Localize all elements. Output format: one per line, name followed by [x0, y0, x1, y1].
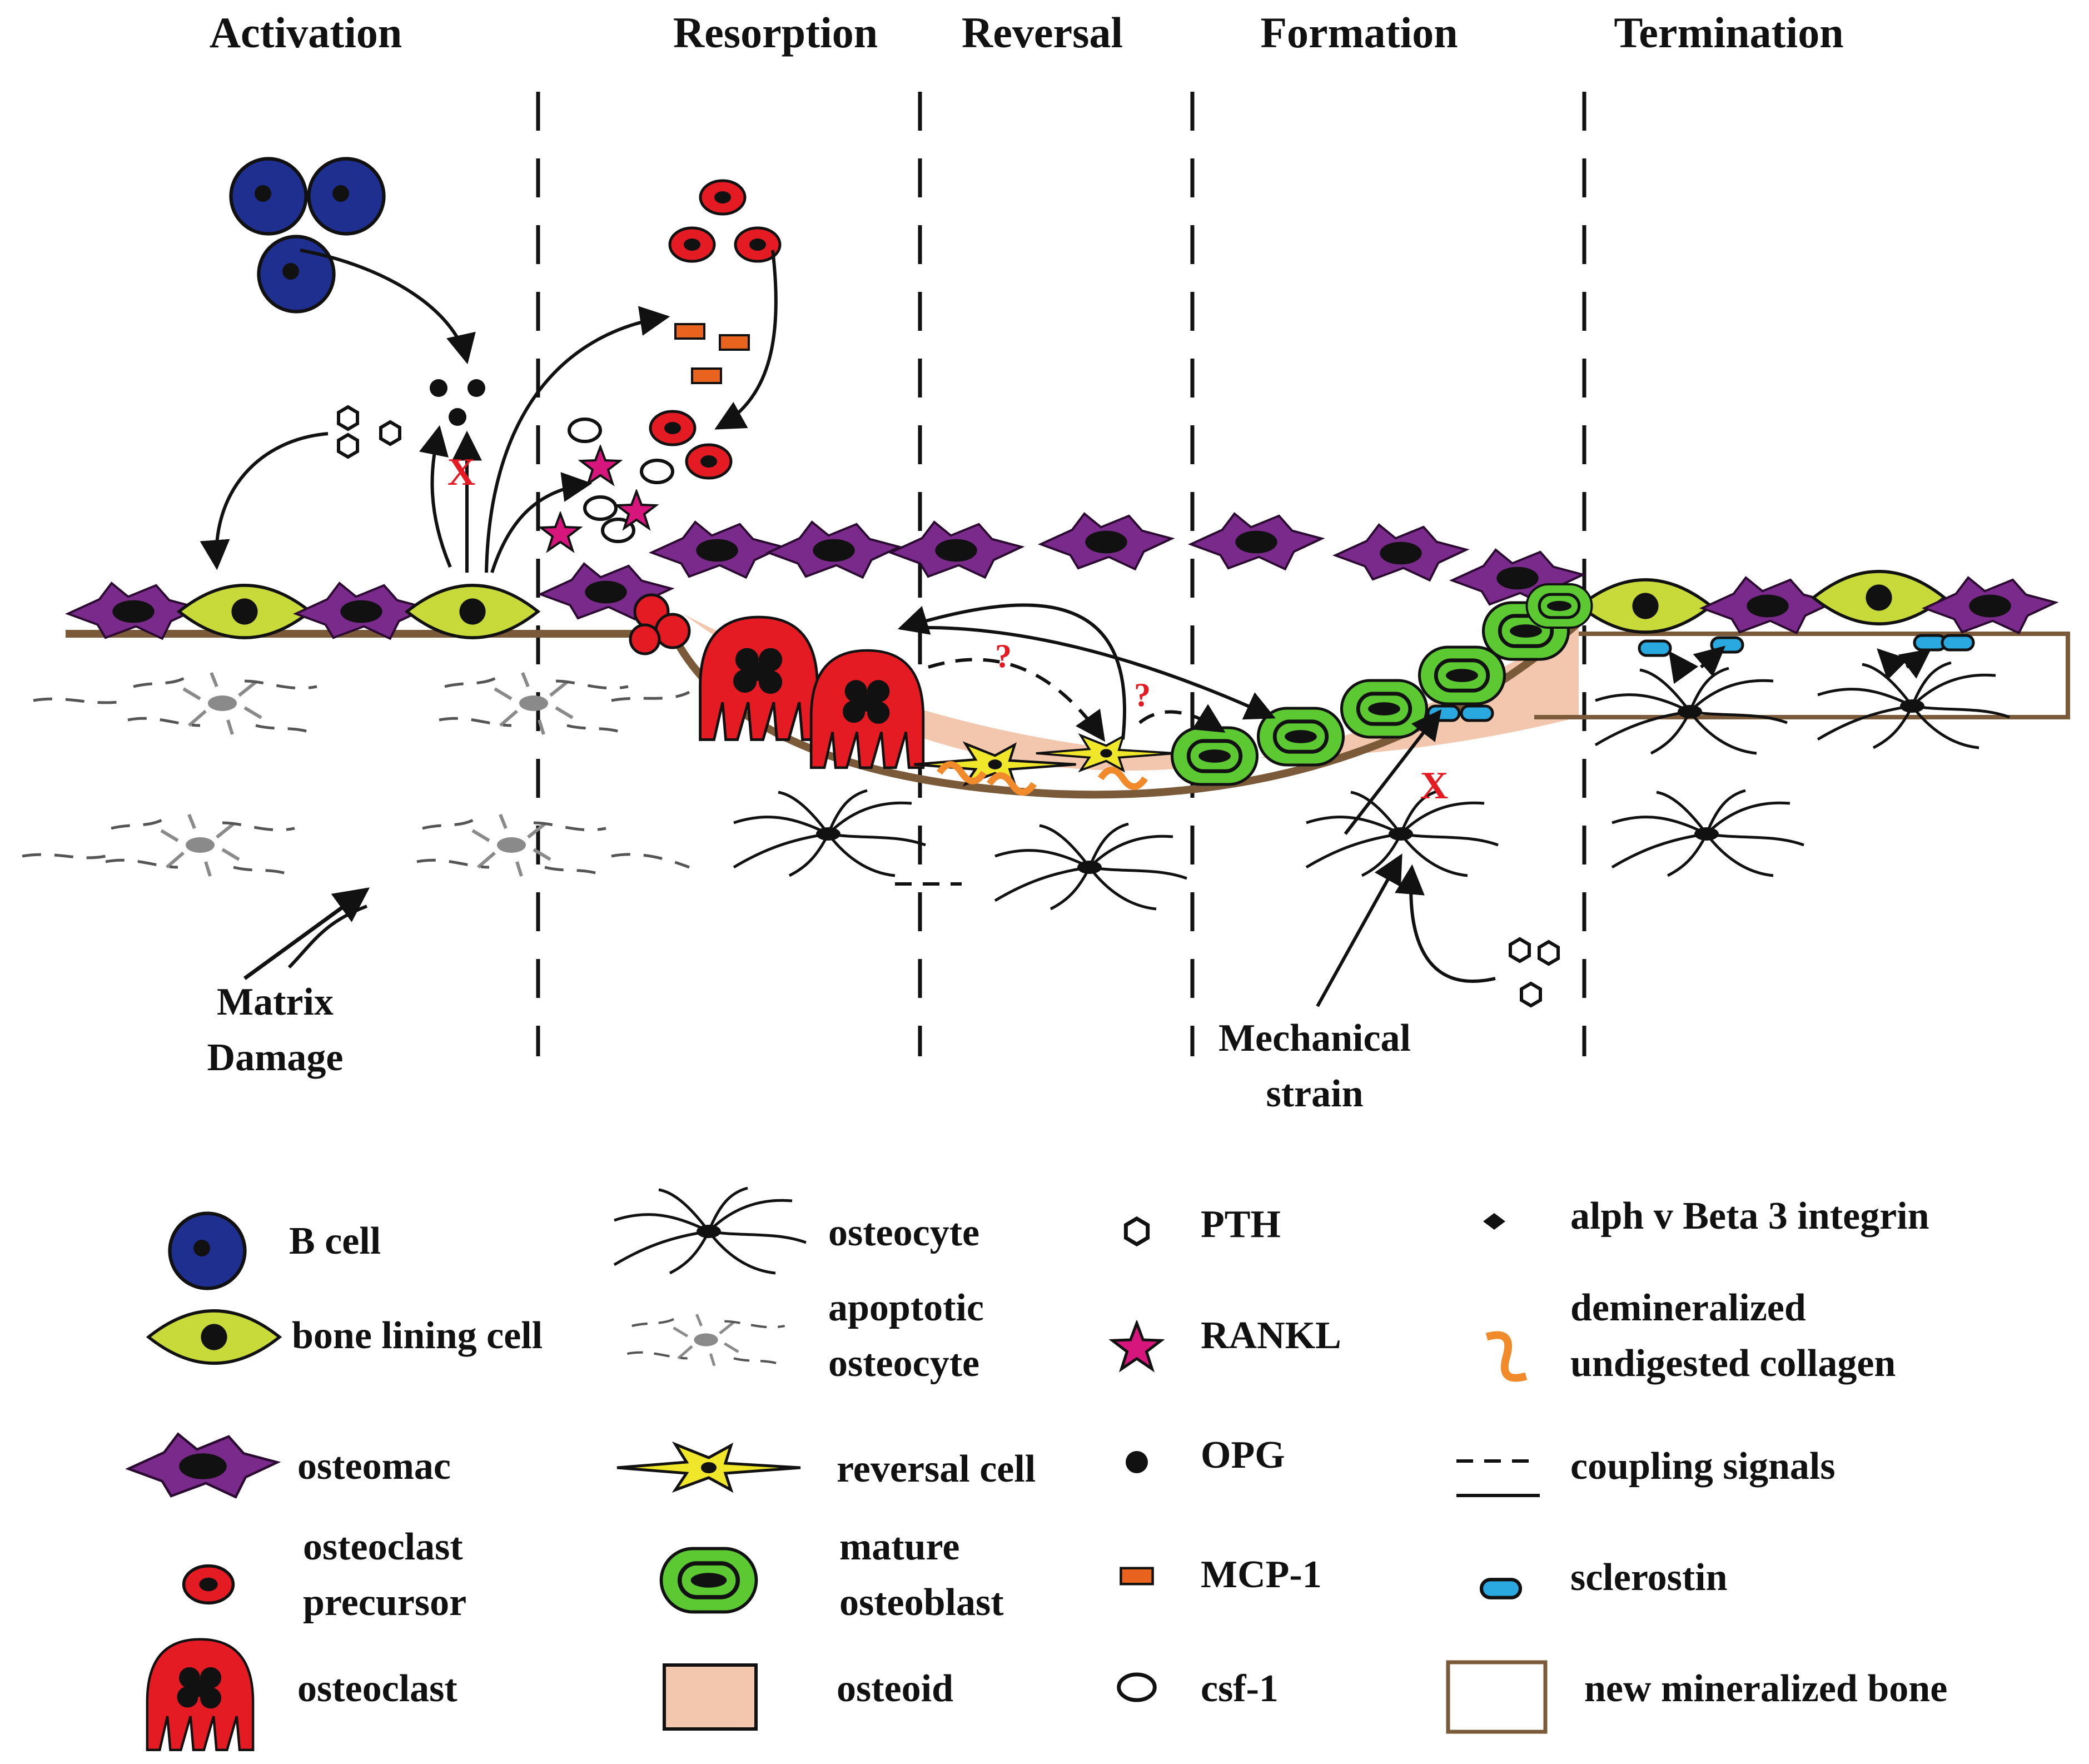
legend-label: osteocyte	[828, 1342, 979, 1385]
legend-label: bone lining cell	[292, 1314, 543, 1357]
osteoclast-precursor-icon	[184, 1566, 233, 1603]
phase-dividers	[536, 92, 1586, 1056]
legend-label: csf-1	[1201, 1667, 1279, 1710]
mcp1-molecules	[674, 323, 750, 384]
osteoclasts	[629, 593, 923, 768]
legend-label: sclerostin	[1570, 1556, 1728, 1599]
csf1-icon	[1119, 1674, 1155, 1700]
osteoclast-icon	[147, 1639, 253, 1750]
legend-label: osteomac	[297, 1445, 451, 1488]
phase-activation: Activation	[210, 8, 402, 57]
inhibition-mark: X	[1420, 764, 1449, 807]
osteoid-icon	[663, 1663, 758, 1731]
inhibition-mark: X	[447, 451, 476, 494]
phase-resorption: Resorption	[673, 8, 878, 57]
bone-lining-cell-icon	[148, 1311, 280, 1363]
new-mineralized-bone-icon	[1446, 1660, 1548, 1734]
legend-label: osteoblast	[839, 1581, 1004, 1624]
legend-label: osteoclast	[303, 1526, 463, 1568]
legend-label: demineralized	[1570, 1286, 1806, 1329]
bone-surface	[66, 614, 2070, 799]
legend-label: OPG	[1201, 1434, 1285, 1477]
sclerostin-icon	[1481, 1579, 1520, 1598]
osteomac-icon	[128, 1434, 277, 1497]
collagen-icon	[1485, 1331, 1528, 1382]
surface-cells	[68, 514, 2056, 639]
matrix-damage-label: Matrix	[217, 981, 334, 1023]
legend-label: undigested collagen	[1570, 1342, 1896, 1385]
osteocyte-icon	[614, 1188, 806, 1273]
legend-label: precursor	[303, 1581, 466, 1624]
legend-label: osteoid	[837, 1667, 953, 1710]
signal-arrows	[200, 249, 1932, 1007]
opg-molecules	[430, 379, 485, 426]
legend-label: alph v Beta 3 integrin	[1570, 1195, 1929, 1238]
legend-label: B cell	[289, 1220, 381, 1263]
pth-icon	[1126, 1219, 1147, 1244]
integrin-icon	[1483, 1213, 1505, 1230]
legend-label: osteoclast	[297, 1667, 457, 1710]
question-mark: ?	[1134, 677, 1151, 713]
coupling-signals-icon	[1456, 1459, 1540, 1497]
legend-label: coupling signals	[1570, 1445, 1836, 1488]
rankl-icon	[1112, 1323, 1161, 1369]
apoptotic-osteocytes	[22, 673, 690, 876]
legend-label: new mineralized bone	[1584, 1667, 1947, 1710]
mechanical-strain-label: strain	[1266, 1072, 1364, 1115]
legend-label: MCP-1	[1201, 1553, 1322, 1596]
matrix-damage-label: Damage	[207, 1036, 344, 1079]
apoptotic-osteocyte-icon	[627, 1314, 784, 1366]
reversal-cells	[914, 736, 1176, 796]
legend-label: osteocyte	[828, 1211, 979, 1254]
legend-label: apoptotic	[828, 1286, 984, 1329]
legend-label: PTH	[1201, 1203, 1281, 1246]
phase-formation: Formation	[1260, 8, 1458, 57]
phase-reversal: Reversal	[962, 8, 1123, 57]
legend-label: RANKL	[1201, 1314, 1341, 1357]
reversal-cell-icon	[617, 1444, 800, 1490]
matrix-damage-arrow	[243, 887, 370, 980]
mcp1-icon	[1121, 1568, 1152, 1584]
b-cell-icon	[170, 1214, 245, 1289]
legend: B cell bone lining cell osteomac osteocl…	[128, 1188, 1947, 1750]
legend-label: reversal cell	[837, 1448, 1036, 1490]
phase-termination: Termination	[1614, 8, 1843, 57]
legend-label: mature	[839, 1526, 959, 1568]
opg-icon	[1126, 1451, 1148, 1473]
mature-osteoblast-icon	[661, 1549, 757, 1612]
mechanical-strain-label: Mechanical	[1218, 1017, 1411, 1060]
osteoclast-precursors	[650, 181, 780, 478]
b-cells	[231, 159, 384, 312]
question-mark: ?	[995, 638, 1012, 674]
